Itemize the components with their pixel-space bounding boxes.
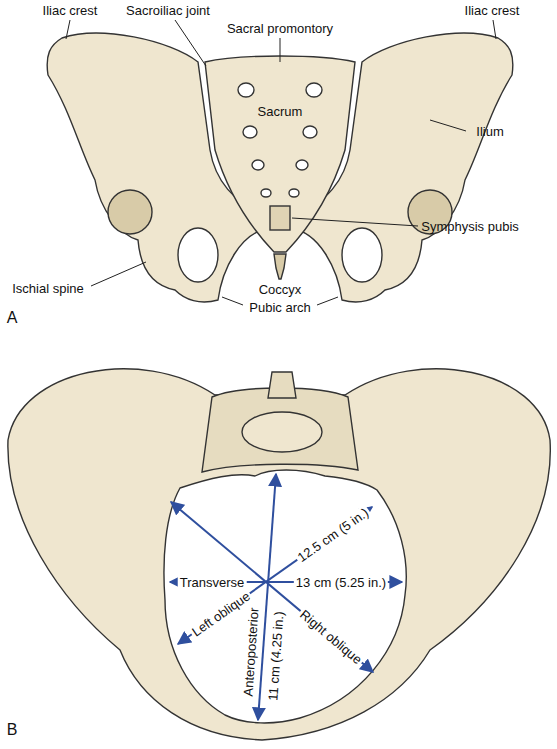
pelvis-front-view [47, 33, 513, 302]
symphysis [270, 206, 290, 230]
spinous-process [268, 372, 296, 398]
panel-letter: A [7, 309, 18, 327]
sacrum-bone [205, 56, 355, 252]
pelvic-bone [8, 369, 550, 740]
diameter-arrows [170, 474, 402, 720]
part-label: Pubic arch [249, 300, 310, 315]
part-label: Sacral promontory [227, 21, 333, 36]
diameter-label: Transverse [178, 575, 247, 590]
diameter-label: Right oblique [296, 606, 367, 669]
sacrum-top [202, 388, 358, 472]
part-label: Ilium [476, 124, 503, 139]
pelvis-top-view [8, 369, 550, 740]
part-label: Iliac crest [465, 3, 520, 18]
vertebral-body [242, 412, 322, 452]
leader-lines [66, 20, 496, 305]
diameter-label: Anteroposterior [240, 605, 261, 699]
part-label: Sacrum [258, 104, 303, 119]
pelvic-inlet [164, 470, 406, 723]
part-label: Coccyx [259, 282, 302, 297]
sacral-foramina [238, 83, 322, 197]
coccyx-bone [274, 254, 286, 279]
part-label: Iliac crest [43, 3, 98, 18]
part-label: Symphysis pubis [421, 219, 519, 234]
dimension-label: 11 cm (4.25 in.) [265, 609, 286, 703]
panel-letter: B [7, 721, 18, 739]
part-label: Ischial spine [12, 281, 84, 296]
part-label: Sacroiliac joint [126, 3, 210, 18]
dimension-label: 12.5 cm (5 in.) [293, 504, 373, 566]
dimension-label: 13 cm (5.25 in.) [294, 575, 388, 590]
